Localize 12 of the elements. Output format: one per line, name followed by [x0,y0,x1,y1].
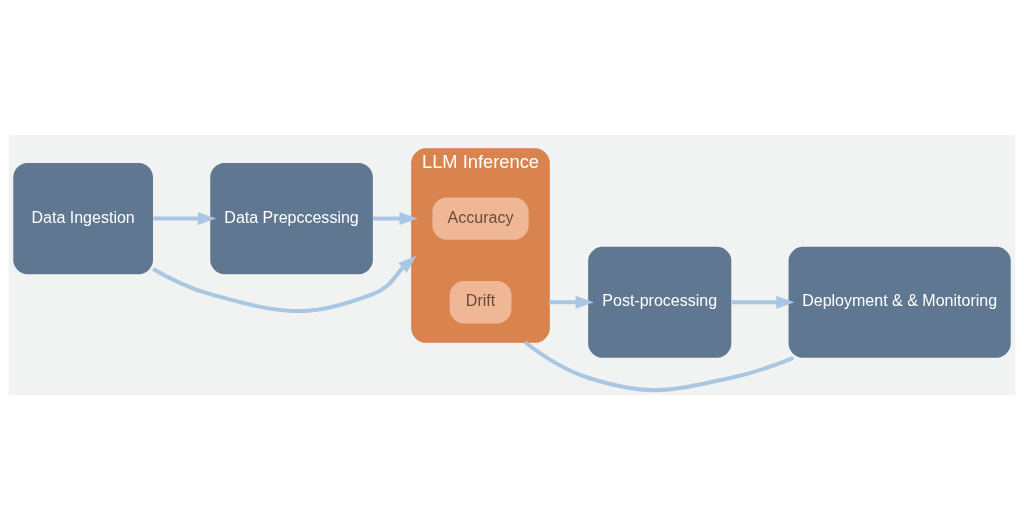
node-box: Post-processing [588,246,732,358]
arrow [731,295,795,309]
node-box: Drift [449,280,512,323]
node-box: Data Ingestion [13,162,153,274]
arrow [152,255,417,313]
arrow [372,211,418,225]
node-box: Deployment & & Monitoring [788,246,1011,358]
node-box: Accuracy [432,196,529,240]
arrow [153,211,217,225]
node-box: Data Prepccessing [210,162,373,274]
arrow [549,295,594,309]
connector [523,340,795,392]
